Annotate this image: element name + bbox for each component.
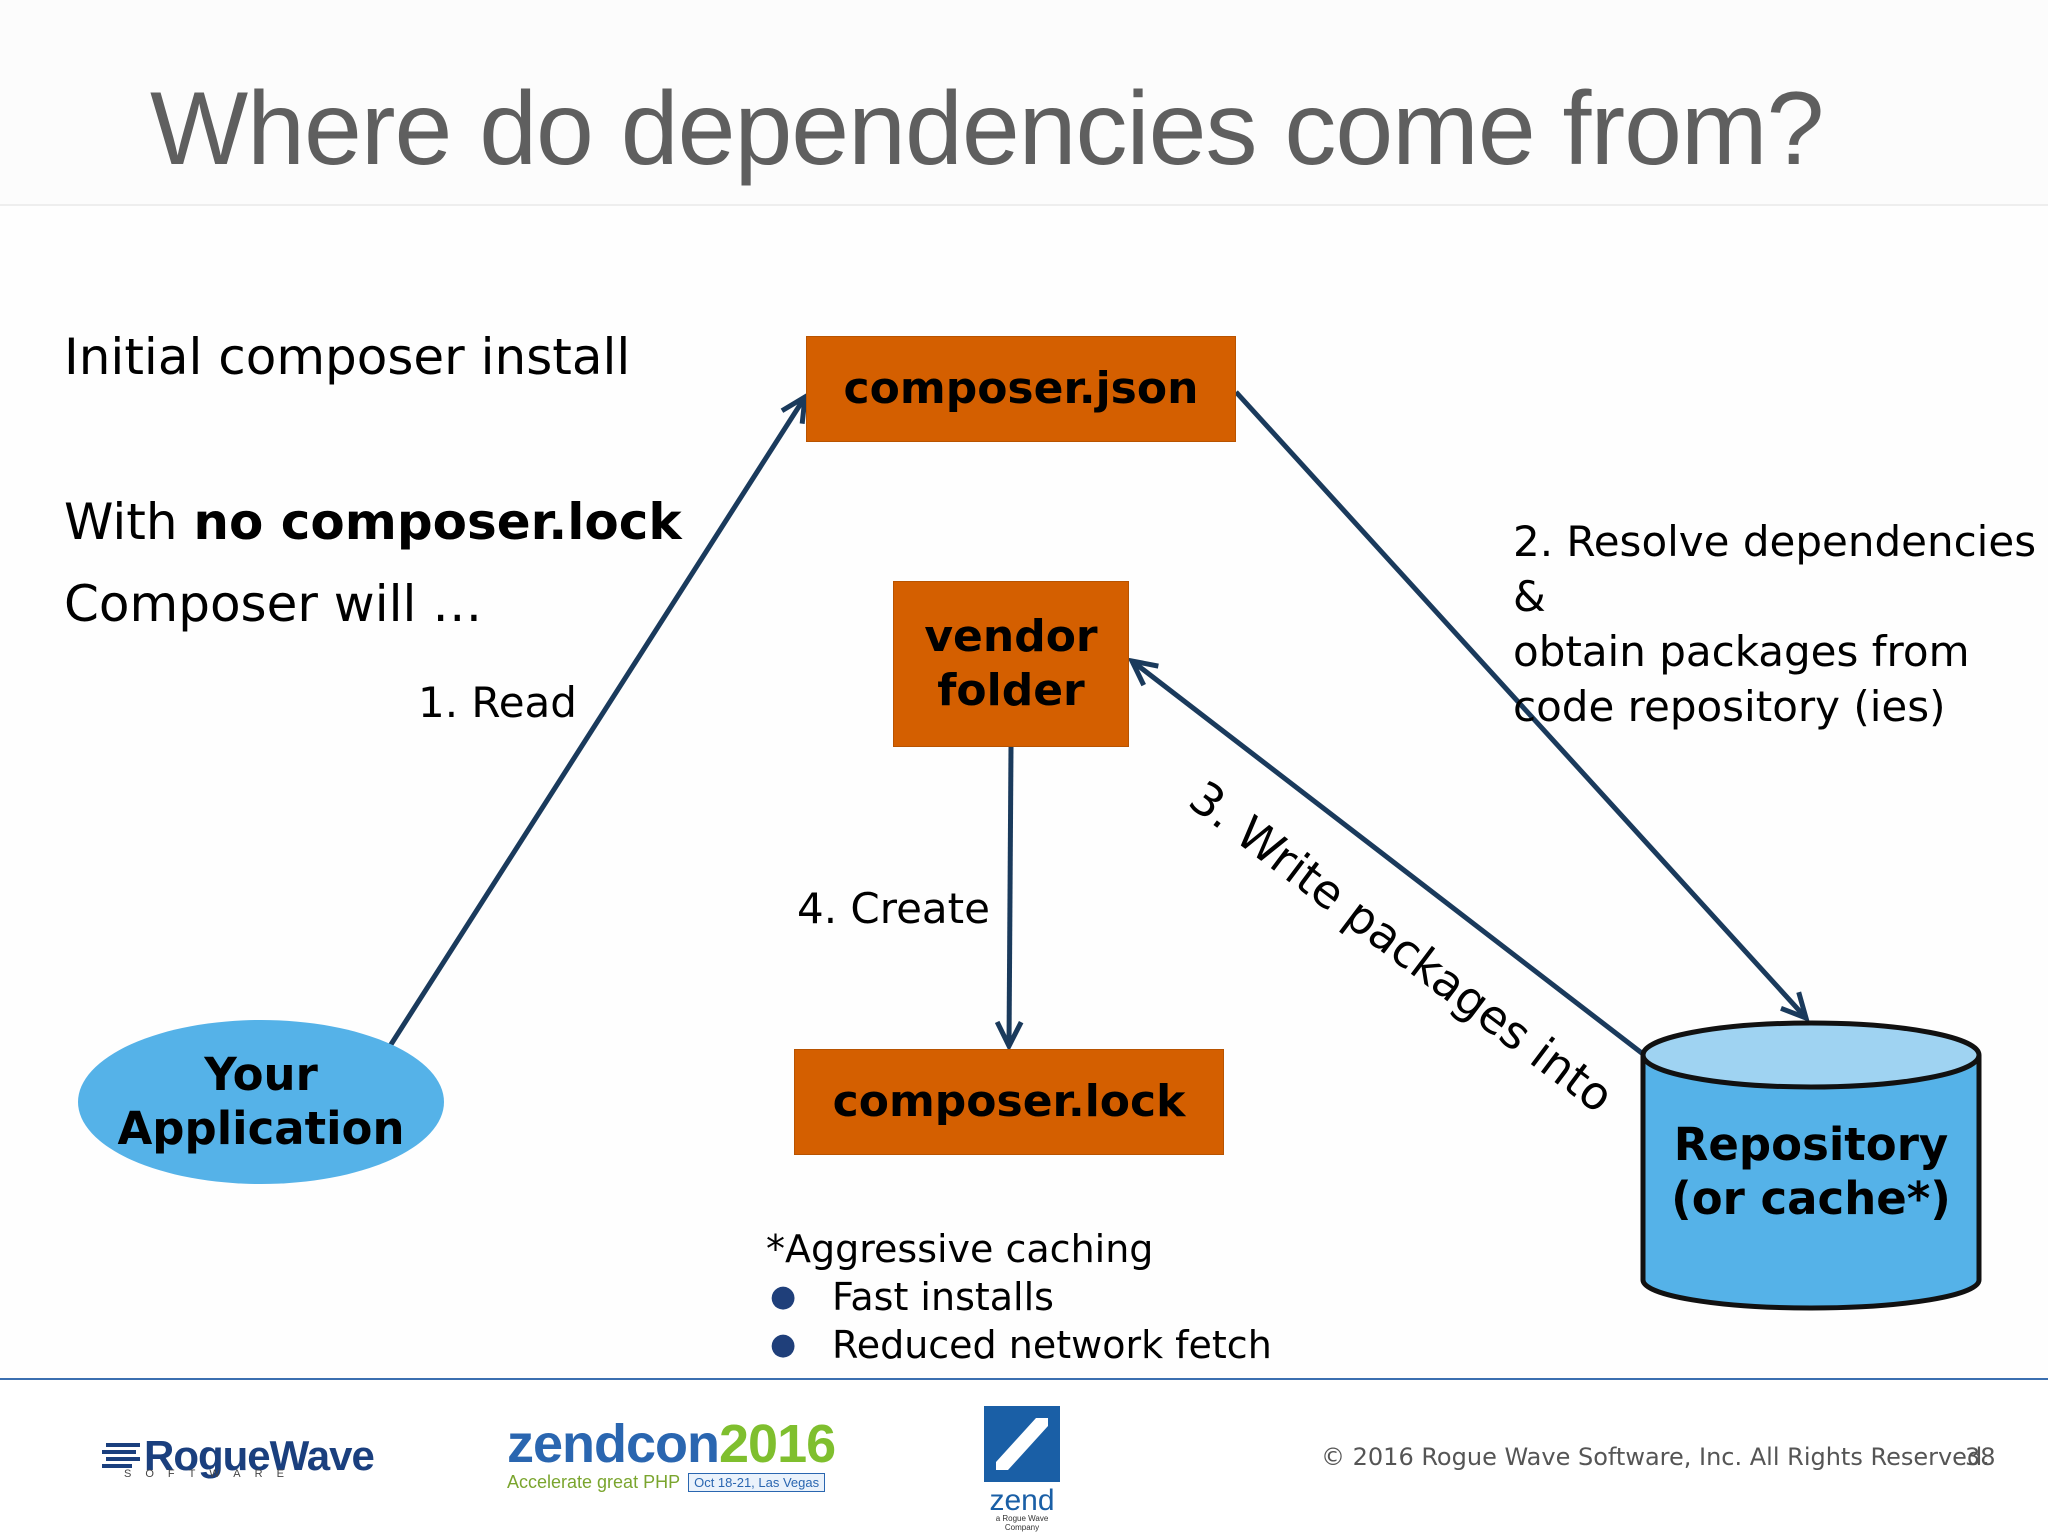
vendor-folder-box: vendor folder <box>893 581 1129 747</box>
composer-lock-box: composer.lock <box>794 1049 1224 1155</box>
arrow-write <box>1132 661 1645 1056</box>
arrow-resolve <box>1234 390 1806 1018</box>
composer-json-box: composer.json <box>806 336 1236 442</box>
zend-z-icon <box>984 1406 1060 1482</box>
initial-install-text: Initial composer install <box>64 328 631 386</box>
edge-label-create: 4. Create <box>797 884 990 933</box>
bullet-dot-icon: ● <box>770 1327 797 1362</box>
notes-bullet: ● Reduced network fetch <box>766 1321 1272 1369</box>
repository-label: Repository (or cache*) <box>1671 1118 1951 1225</box>
bullet-dot-icon: ● <box>770 1279 797 1314</box>
roguewave-waves-icon <box>102 1443 140 1468</box>
zend-subtitle: a Rogue Wave Company <box>995 1514 1049 1532</box>
roguewave-subtitle: SOFTWARE <box>124 1468 298 1480</box>
your-application-node: Your Application <box>78 1020 444 1184</box>
slide-title: Where do dependencies come from? <box>150 71 1824 187</box>
edge-label-resolve: 2. Resolve dependencies & obtain package… <box>1513 517 2037 731</box>
composer-will-text: Composer will … <box>64 575 483 633</box>
zendcon-wordmark: zendcon <box>507 1414 720 1474</box>
roguewave-logo: RogueWave <box>102 1432 375 1480</box>
title-bar: Where do dependencies come from? <box>0 0 2048 206</box>
no-lock-bold: no composer.lock <box>193 493 682 551</box>
zendcon-year: 2016 <box>719 1414 836 1474</box>
notes-heading: *Aggressive caching <box>766 1227 1154 1271</box>
footer-divider <box>0 1378 2048 1380</box>
no-lock-text: With no composer.lock <box>64 493 682 551</box>
roguewave-wordmark: RogueWave <box>144 1432 375 1479</box>
arrow-read <box>387 397 805 1048</box>
copyright-notice: © 2016 Rogue Wave Software, Inc. All Rig… <box>1321 1443 1990 1471</box>
repository-cylinder <box>1640 1020 1982 1311</box>
zend-logo: zend a Rogue Wave Company <box>980 1404 1064 1532</box>
notes-bullet-text: Reduced network fetch <box>832 1323 1272 1367</box>
notes-bullet-text: Fast installs <box>832 1275 1054 1319</box>
zend-wordmark: zend <box>989 1484 1055 1517</box>
arrow-create <box>1009 746 1011 1046</box>
zendcon-logo: zendcon2016 Accelerate great PHP Oct 18-2… <box>507 1414 836 1493</box>
edge-label-read: 1. Read <box>418 678 577 727</box>
page-number: 38 <box>1965 1443 1996 1471</box>
caching-notes: *Aggressive caching ● Fast installs ● Redu… <box>766 1225 1272 1369</box>
zendcon-tagline: Accelerate great PHP <box>507 1472 681 1492</box>
zendcon-dates: Oct 18-21, Las Vegas <box>688 1473 826 1492</box>
notes-bullet: ● Fast installs <box>766 1273 1272 1321</box>
no-lock-prefix: With <box>64 493 194 551</box>
